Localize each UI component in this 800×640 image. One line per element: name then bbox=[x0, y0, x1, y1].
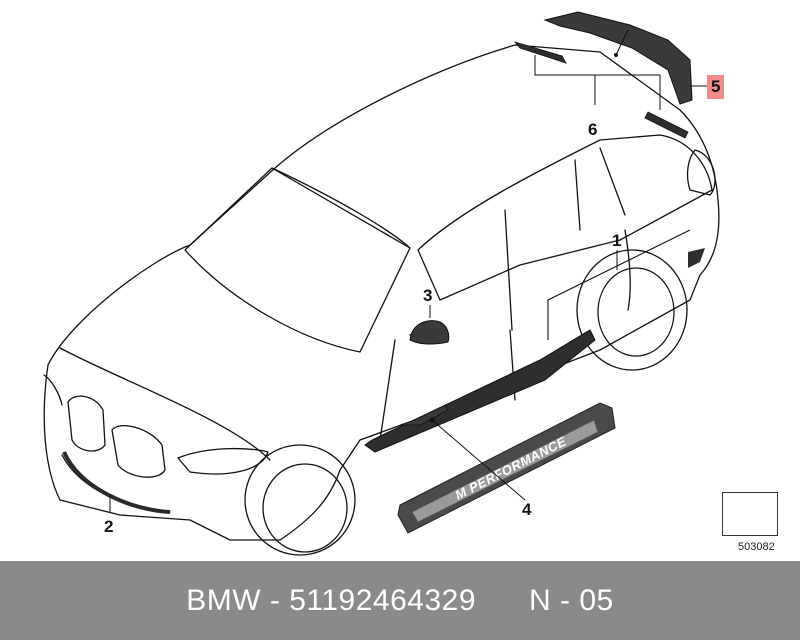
part-rear-spoiler bbox=[543, 11, 693, 105]
headlight bbox=[177, 447, 269, 475]
part-front-lip bbox=[62, 451, 171, 514]
callout-part-2: 2 bbox=[104, 517, 114, 536]
front-wheel-arch bbox=[244, 444, 356, 556]
window-pillar-c bbox=[574, 159, 581, 231]
part-spoiler-fins bbox=[513, 41, 689, 139]
front-door bbox=[379, 339, 396, 441]
tail-light bbox=[686, 149, 716, 196]
hood-line bbox=[59, 347, 271, 461]
callout-part-3: 3 bbox=[423, 286, 433, 305]
window-pillar-d bbox=[599, 147, 626, 216]
callout-part-1: 1 bbox=[612, 231, 622, 250]
leader-5b bbox=[615, 29, 629, 56]
headlight-left bbox=[43, 374, 63, 406]
parts-diagram: M PERFORMANCE bbox=[43, 11, 769, 556]
front-bumper-lower bbox=[61, 454, 171, 513]
leader-6 bbox=[534, 55, 661, 110]
callout-dot-5 bbox=[614, 53, 618, 57]
rear-wheel-arch bbox=[576, 249, 688, 371]
car-body-outline bbox=[43, 44, 720, 541]
kidney-grille-left bbox=[67, 395, 106, 452]
kidney-grille-right bbox=[111, 425, 166, 478]
callout-part-6: 6 bbox=[588, 120, 598, 139]
side-windows bbox=[417, 134, 713, 301]
windshield bbox=[184, 167, 411, 353]
navigation-box bbox=[722, 492, 778, 536]
roof-edge bbox=[271, 167, 411, 249]
sill-plate-lettering: M PERFORMANCE bbox=[453, 434, 569, 503]
callout-dot-4 bbox=[429, 417, 435, 423]
callout-part-4: 4 bbox=[522, 500, 532, 519]
window-pillar-b bbox=[504, 209, 513, 331]
leader-4 bbox=[431, 419, 526, 501]
caption-bar: BMW - 51192464329 N - 05 bbox=[0, 561, 800, 640]
front-wheel bbox=[262, 463, 348, 553]
rear-wheel bbox=[597, 267, 675, 357]
rear-door bbox=[624, 229, 631, 311]
part-mirror-cap bbox=[409, 320, 450, 345]
callout-part-5: 5 bbox=[707, 75, 725, 99]
caption-text: BMW - 51192464329 N - 05 bbox=[186, 583, 614, 617]
diagram-reference-number: 503082 bbox=[738, 541, 775, 553]
